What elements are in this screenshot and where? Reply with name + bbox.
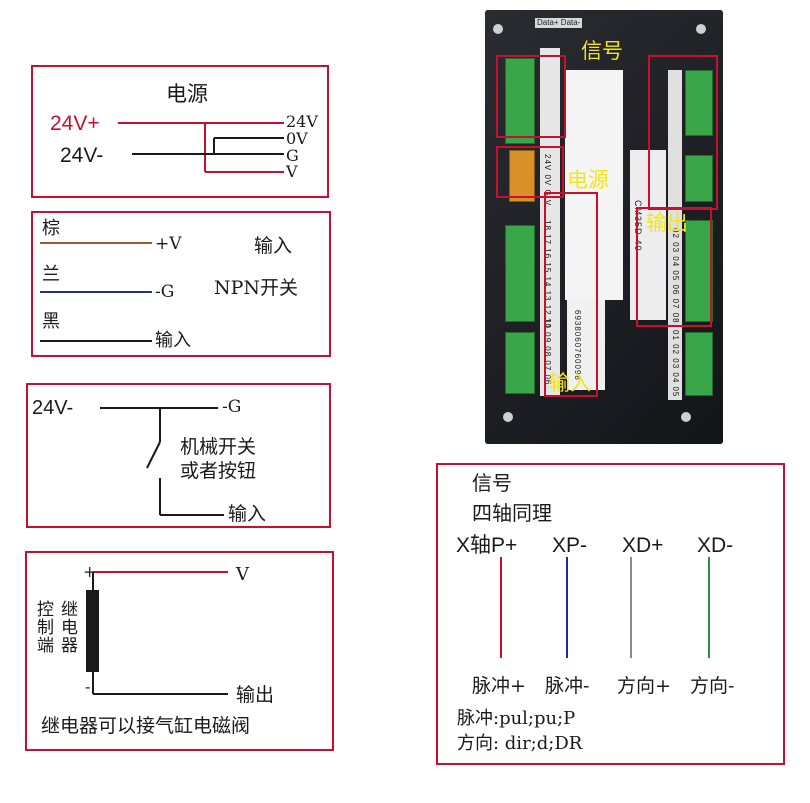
- signal-bottom-dir-plus: 方向+: [617, 675, 671, 697]
- switch-label-line2: 或者按钮: [180, 460, 257, 482]
- photo-top-label: Data+ Data-: [535, 18, 583, 28]
- relay-coil-label-line1: 继电器: [57, 600, 77, 654]
- terminal-signal-left: [505, 58, 535, 144]
- switch-box: [26, 383, 331, 528]
- signal-box: [436, 463, 785, 765]
- terminal-output-a: [685, 220, 713, 322]
- signal-title: 信号: [472, 471, 512, 495]
- power-box: [31, 65, 329, 198]
- screw-bottom-left: [503, 412, 513, 422]
- relay-pin-v: V: [236, 564, 249, 585]
- npn-label-input: 输入: [254, 235, 293, 257]
- photo-power-pins: 24V 0V G V: [543, 154, 552, 207]
- npn-label-type: NPN开关: [214, 277, 299, 299]
- label-panel-center: [565, 70, 623, 300]
- relay-box: [25, 551, 334, 751]
- relay-coil: [86, 590, 99, 672]
- photo-output-numbers-b: 01 02 03 04 05: [671, 330, 680, 398]
- power-pin-0v: 0V: [286, 129, 308, 148]
- signal-col-xp-plus: X轴P+: [456, 534, 518, 557]
- relay-caption: 继电器可以接气缸电磁阀: [41, 715, 251, 737]
- signal-bottom-pulse-minus: 脉冲-: [545, 675, 590, 697]
- signal-col-xp-minus: XP-: [552, 534, 588, 557]
- screw-top-right: [696, 24, 706, 34]
- terminal-output-b: [685, 332, 713, 396]
- screw-top-left: [493, 24, 503, 34]
- signal-col-xd-minus: XD-: [697, 534, 734, 557]
- terminal-input-b: [505, 332, 535, 394]
- power-pin-g: G: [286, 146, 299, 165]
- relay-pin-out: 输出: [236, 684, 275, 706]
- npn-box: [31, 211, 331, 357]
- photo-box-power: [496, 146, 564, 198]
- terminal-signal-right: [685, 70, 713, 136]
- photo-input-numbers-a: 18 17 16 15 14 13 12 11: [543, 220, 552, 330]
- npn-pin-pos: +V: [155, 234, 182, 254]
- signal-bottom-pulse-plus: 脉冲+: [472, 675, 526, 697]
- power-pin-v: V: [286, 162, 298, 181]
- controller-photo: Data+ Data- CM35D-40 6938060760098 24V 0…: [485, 10, 723, 444]
- signal-note-pulse: 脉冲:pul;pu;P: [457, 708, 576, 729]
- photo-label-input: 输入: [549, 371, 591, 395]
- wire-brown-label: 棕: [42, 218, 60, 239]
- npn-pin-out: 输入: [155, 330, 191, 351]
- terminal-power: [509, 150, 535, 202]
- label-panel-barcode: [567, 300, 605, 390]
- signal-subtitle: 四轴同理: [472, 501, 552, 525]
- wire-black-label: 黑: [42, 311, 60, 332]
- terminal-input-a: [505, 225, 535, 322]
- switch-pin-neg: -G: [222, 397, 242, 417]
- npn-pin-neg: -G: [155, 282, 175, 302]
- photo-box-signal-right: [648, 55, 718, 210]
- right-strip: [668, 70, 682, 400]
- photo-box-output: [636, 207, 712, 327]
- power-pin-24v: 24V: [286, 112, 318, 131]
- relay-minus: -: [85, 677, 91, 696]
- signal-note-direction: 方向: dir;d;DR: [457, 733, 583, 754]
- photo-box-signal-left: [496, 55, 566, 138]
- switch-pin-out: 输入: [228, 503, 267, 525]
- screw-bottom-right: [681, 412, 691, 422]
- power-input-positive: 24V+: [50, 112, 100, 135]
- power-title: 电源: [166, 82, 208, 106]
- terminal-signal-right-2: [685, 155, 713, 202]
- switch-label-line1: 机械开关: [180, 436, 257, 458]
- photo-label-power: 电源: [567, 168, 609, 192]
- wire-blue-label: 兰: [42, 264, 60, 285]
- power-input-negative: 24V-: [60, 144, 104, 167]
- photo-label-signal: 信号: [581, 39, 623, 63]
- relay-coil-label-line2: 控制端: [33, 600, 53, 654]
- photo-label-output: 输出: [646, 211, 688, 235]
- signal-bottom-dir-minus: 方向-: [690, 675, 735, 697]
- photo-output-numbers-a: 02 03 04 05 06 07 08: [671, 228, 680, 324]
- switch-input-negative: 24V-: [32, 397, 74, 419]
- photo-input-numbers-b: 10 09 08 07 06: [543, 318, 552, 386]
- signal-col-xd-plus: XD+: [622, 534, 664, 557]
- photo-serial: 6938060760098: [573, 310, 582, 381]
- photo-box-input: [544, 192, 598, 397]
- photo-model: CM35D-40: [633, 200, 643, 252]
